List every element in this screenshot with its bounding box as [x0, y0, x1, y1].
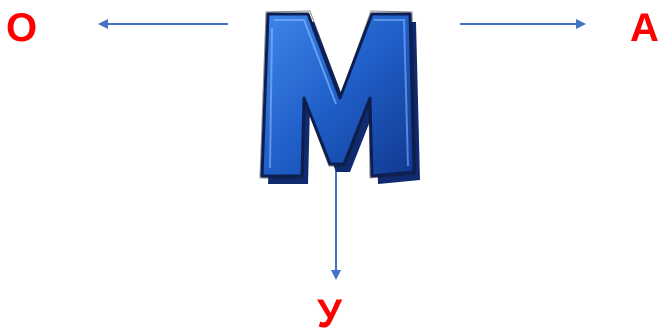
label-bottom: У	[317, 294, 342, 334]
label-left: О	[6, 8, 37, 48]
label-right: А	[630, 8, 659, 48]
letter-m-image: M	[250, 8, 440, 190]
